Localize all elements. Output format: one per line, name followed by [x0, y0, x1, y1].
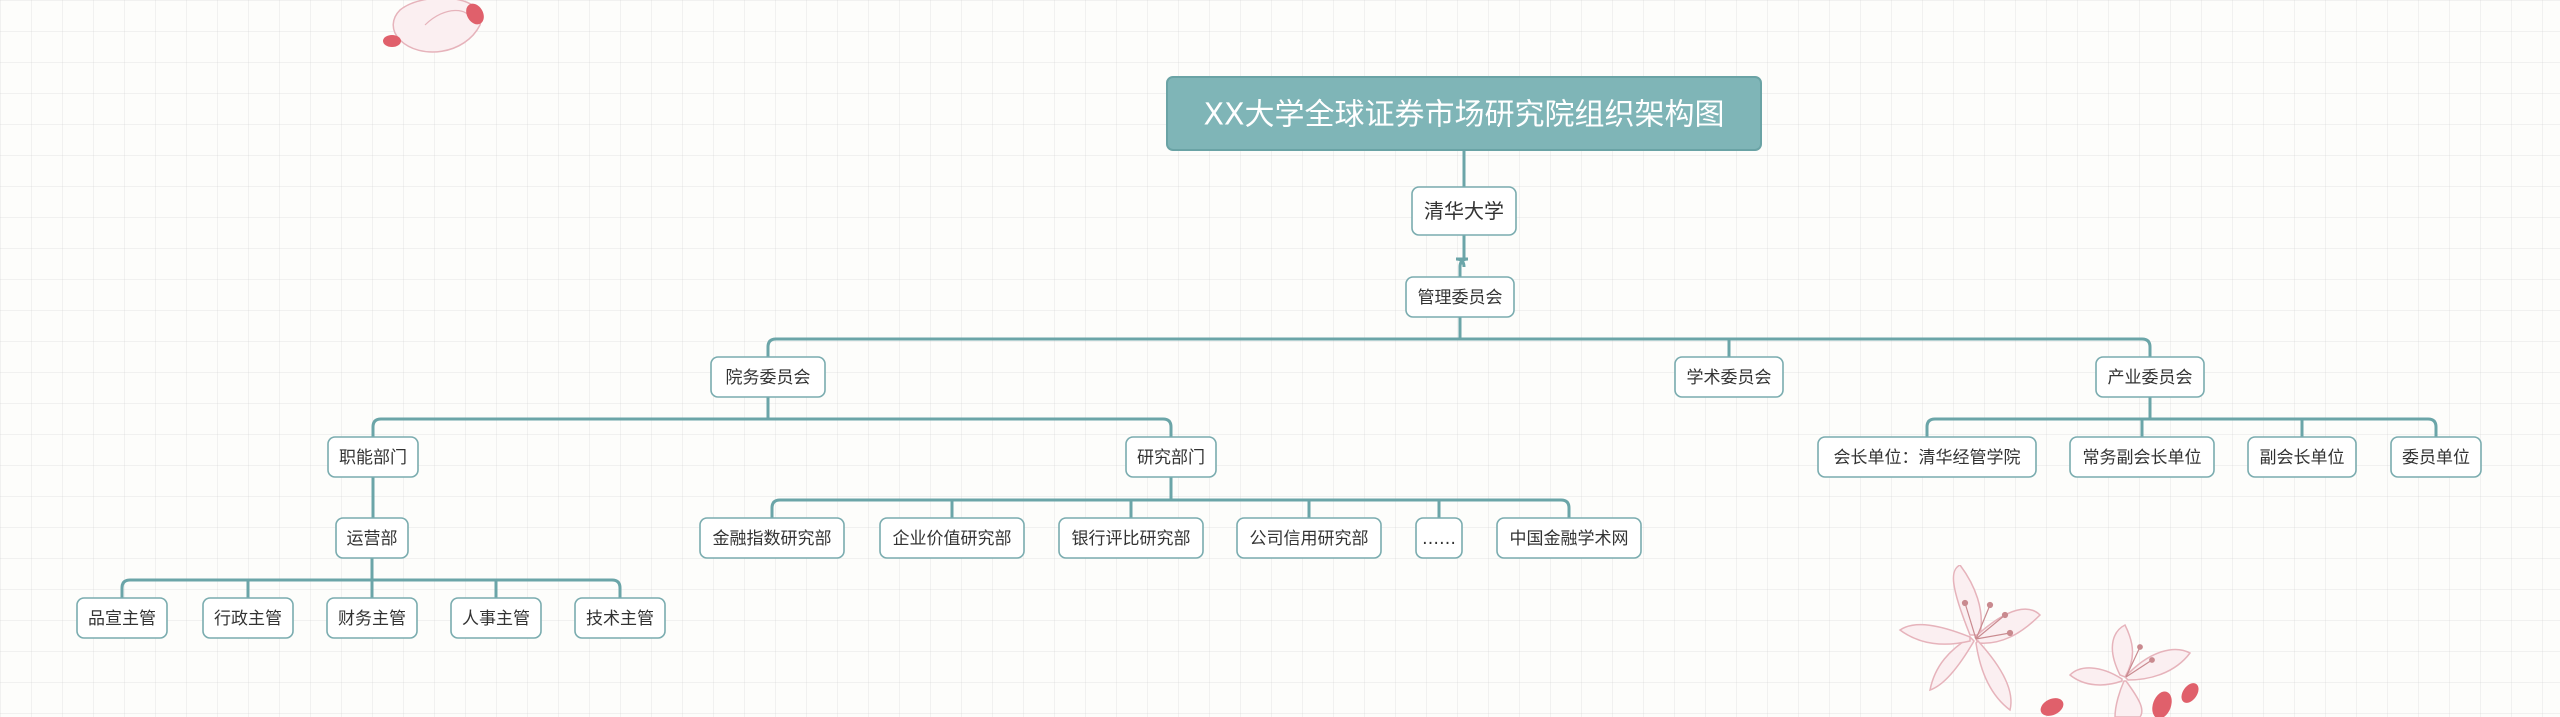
org-node-yinhang_pingbi: 银行评比研究部 — [1058, 517, 1204, 559]
org-node-pinxuan: 品宣主管 — [76, 597, 168, 639]
node-label: 常务副会长单位 — [2083, 448, 2202, 468]
org-node-caiwu: 财务主管 — [326, 597, 418, 639]
node-box — [76, 597, 168, 639]
node-label: 清华大学 — [1424, 199, 1504, 223]
org-node-jinrong_zhishu: 金融指数研究部 — [699, 517, 845, 559]
node-box — [2247, 436, 2357, 478]
node-box — [1058, 517, 1204, 559]
node-box — [1415, 517, 1463, 559]
node-box — [699, 517, 845, 559]
org-node-changwu: 常务副会长单位 — [2069, 436, 2215, 478]
node-label: 金融指数研究部 — [713, 529, 832, 549]
node-label: 行政主管 — [214, 609, 282, 629]
node-box — [1674, 356, 1784, 398]
org-node-etc: …… — [1415, 517, 1463, 559]
title-box — [1166, 76, 1762, 151]
connector-lines — [120, 150, 2438, 598]
node-box — [1405, 276, 1515, 318]
node-box — [574, 597, 666, 639]
diagram-title: XX大学全球证券市场研究院组织架构图 — [1203, 97, 1724, 132]
node-label: 会长单位：清华经管学院 — [1834, 448, 2021, 468]
org-node-renshi: 人事主管 — [450, 597, 542, 639]
node-box — [327, 436, 419, 478]
node-label: 院务委员会 — [726, 368, 811, 388]
node-label: 公司信用研究部 — [1250, 529, 1369, 549]
connector-bus — [766, 337, 2152, 348]
connector-bus — [1455, 257, 1469, 268]
node-box — [2390, 436, 2482, 478]
org-node-fuhuizhang: 副会长单位 — [2247, 436, 2357, 478]
org-node-gongsi_xinyong: 公司信用研究部 — [1236, 517, 1382, 559]
flower-bud — [383, 35, 401, 47]
lily-stamens-small — [2125, 644, 2155, 678]
node-box — [879, 517, 1025, 559]
flower-bud — [466, 3, 484, 25]
connector-bus — [1925, 417, 2438, 428]
node-label: 品宣主管 — [88, 609, 156, 629]
org-node-yuanwu: 院务委员会 — [710, 356, 826, 398]
org-node-chanye: 产业委员会 — [2095, 356, 2205, 398]
node-label: 运营部 — [347, 529, 398, 549]
node-box — [1236, 517, 1382, 559]
node-label: 银行评比研究部 — [1072, 529, 1191, 549]
node-label: 副会长单位 — [2260, 448, 2345, 468]
diagram-title-node: XX大学全球证券市场研究院组织架构图 — [1166, 76, 1762, 151]
org-node-xingzheng: 行政主管 — [202, 597, 294, 639]
node-box — [2095, 356, 2205, 398]
node-label: 职能部门 — [339, 448, 407, 468]
flower-bud — [2040, 698, 2064, 716]
connector-bus — [371, 417, 1173, 428]
node-label: 财务主管 — [338, 609, 406, 629]
node-label: 企业价值研究部 — [893, 529, 1012, 549]
node-box — [326, 597, 418, 639]
lily-flower-large — [1898, 565, 2042, 712]
node-label: 产业委员会 — [2108, 368, 2193, 388]
connector-bus — [770, 498, 1571, 509]
node-label: 学术委员会 — [1687, 368, 1772, 388]
node-label: 委员单位 — [2402, 448, 2470, 468]
org-node-xueshu: 学术委员会 — [1674, 356, 1784, 398]
flower-bud — [2152, 691, 2172, 717]
org-node-qiye_jiazhi: 企业价值研究部 — [879, 517, 1025, 559]
node-box — [335, 517, 409, 559]
flower-decoration-bottom-right — [1898, 565, 2199, 717]
org-node-yunying: 运营部 — [335, 517, 409, 559]
node-box — [1496, 517, 1642, 559]
node-box — [1125, 436, 1217, 478]
lily-stamens — [1961, 599, 2014, 640]
org-node-zhineng: 职能部门 — [327, 436, 419, 478]
flower-decoration-top-left — [383, 0, 484, 53]
flower-bud — [2181, 683, 2199, 703]
node-box — [2069, 436, 2215, 478]
node-label: 研究部门 — [1137, 448, 1205, 468]
node-label: 技术主管 — [586, 609, 654, 629]
node-box — [1817, 436, 2037, 478]
node-box — [202, 597, 294, 639]
node-label: …… — [1422, 529, 1456, 549]
org-node-jishu: 技术主管 — [574, 597, 666, 639]
org-node-tsinghua: 清华大学 — [1411, 186, 1517, 236]
org-node-weiyuan: 委员单位 — [2390, 436, 2482, 478]
node-label: 管理委员会 — [1418, 288, 1503, 308]
node-box — [450, 597, 542, 639]
lily-flower-small — [2068, 623, 2192, 717]
flower-petal — [392, 0, 482, 53]
node-box — [710, 356, 826, 398]
org-node-mgmt: 管理委员会 — [1405, 276, 1515, 318]
node-label: 人事主管 — [462, 609, 530, 629]
org-node-huizhang: 会长单位：清华经管学院 — [1817, 436, 2037, 478]
node-label: 中国金融学术网 — [1510, 529, 1629, 549]
node-box — [1411, 186, 1517, 236]
org-node-yanjiu: 研究部门 — [1125, 436, 1217, 478]
org-node-zhongguo_xueshu: 中国金融学术网 — [1496, 517, 1642, 559]
